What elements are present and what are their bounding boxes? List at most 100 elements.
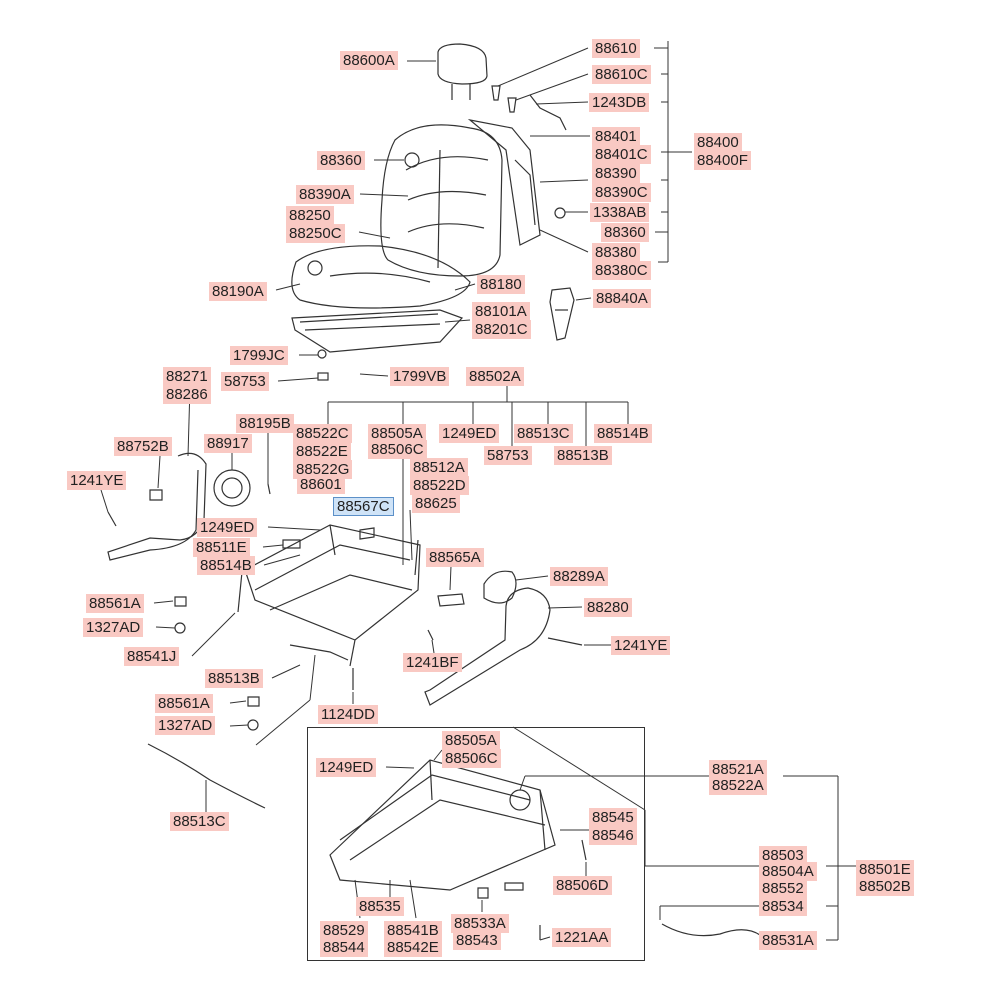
part-label-88533a: 88533A xyxy=(451,914,509,933)
part-label-88511e: 88511E xyxy=(193,538,250,557)
part-label-88600a: 88600A xyxy=(340,51,398,70)
part-label-88101a: 88101A xyxy=(472,302,530,321)
part-label-88610c: 88610C xyxy=(592,65,651,84)
part-label-88250: 88250 xyxy=(286,206,334,225)
part-label-88201c: 88201C xyxy=(472,320,531,339)
part-label-88567c: 88567C xyxy=(333,497,394,516)
part-label-88390c: 88390C xyxy=(592,183,651,202)
part-label-1327ad-top: 1327AD xyxy=(83,618,144,637)
seat-track-detail-box xyxy=(307,727,645,961)
part-label-88513b-top: 88513B xyxy=(554,446,612,465)
part-label-88917: 88917 xyxy=(204,434,252,453)
part-label-88502b: 88502B xyxy=(856,877,914,896)
part-label-88504a: 88504A xyxy=(759,862,817,881)
part-label-1799vb: 1799VB xyxy=(390,367,450,386)
part-label-88535: 88535 xyxy=(356,897,404,916)
part-label-88250c: 88250C xyxy=(286,224,345,243)
part-label-88541j: 88541J xyxy=(124,647,180,666)
part-label-88521a: 88521A xyxy=(709,760,767,779)
part-label-88752b: 88752B xyxy=(114,437,172,456)
part-label-88360-left: 88360 xyxy=(317,151,365,170)
part-label-88522d: 88522D xyxy=(410,476,469,495)
part-label-88506c-inset: 88506C xyxy=(442,749,501,768)
part-label-88529: 88529 xyxy=(320,921,368,940)
part-label-88502a: 88502A xyxy=(466,367,524,386)
cable-drawing xyxy=(147,743,266,809)
part-label-88565a: 88565A xyxy=(426,548,484,567)
part-label-88625: 88625 xyxy=(412,494,460,513)
part-label-88360-right: 88360 xyxy=(601,223,649,242)
part-label-88401: 88401 xyxy=(592,127,640,146)
headrest-drawing xyxy=(437,43,488,100)
part-label-88522e: 88522E xyxy=(293,442,351,461)
seat-cushion-drawing xyxy=(291,245,471,309)
part-label-88501e: 88501E xyxy=(856,860,914,879)
part-label-88505a-top: 88505A xyxy=(368,424,426,443)
part-label-1241ye-left: 1241YE xyxy=(67,471,127,490)
seat-back-drawing xyxy=(380,124,503,277)
part-label-88180: 88180 xyxy=(477,275,525,294)
part-label-88380: 88380 xyxy=(592,243,640,262)
inset-track-drawing xyxy=(329,759,761,940)
part-label-88543: 88543 xyxy=(453,931,501,950)
part-label-88522g: 88522G xyxy=(293,460,353,479)
part-label-88546: 88546 xyxy=(589,826,637,845)
part-label-58753-top: 58753 xyxy=(221,372,269,391)
part-label-88534: 88534 xyxy=(759,897,807,916)
part-label-88601: 88601 xyxy=(297,475,345,494)
part-label-1241ye-right: 1241YE xyxy=(611,636,671,655)
part-label-58753-mid: 58753 xyxy=(484,446,532,465)
part-label-1249ed-inset: 1249ED xyxy=(316,758,377,777)
part-label-88390: 88390 xyxy=(592,164,640,183)
part-label-1327ad-bottom: 1327AD xyxy=(155,716,216,735)
part-label-1221aa: 1221AA xyxy=(552,928,612,947)
part-label-88503: 88503 xyxy=(759,846,807,865)
part-label-88400f: 88400F xyxy=(694,151,751,170)
part-label-88544: 88544 xyxy=(320,938,368,957)
part-label-88531a: 88531A xyxy=(759,931,817,950)
part-label-1243db: 1243DB xyxy=(589,93,650,112)
belt-buckle-drawing xyxy=(549,287,575,341)
part-label-88401c: 88401C xyxy=(592,145,651,164)
cushion-pan-drawing xyxy=(291,309,464,353)
part-label-1338ab: 1338AB xyxy=(590,203,650,222)
part-label-88286: 88286 xyxy=(163,385,211,404)
part-label-88561a-bottom: 88561A xyxy=(155,694,213,713)
part-label-88512a: 88512A xyxy=(410,458,468,477)
part-label-88505a-inset: 88505A xyxy=(442,731,500,750)
part-label-88400: 88400 xyxy=(694,133,742,152)
part-label-88542e: 88542E xyxy=(384,938,442,957)
seat-back-frame-drawing xyxy=(467,94,567,246)
part-label-88522c: 88522C xyxy=(293,424,352,443)
part-label-88522a: 88522A xyxy=(709,776,767,795)
part-label-88195b: 88195B xyxy=(236,414,294,433)
part-label-88380c: 88380C xyxy=(592,261,651,280)
part-label-1241bf: 1241BF xyxy=(403,653,462,672)
part-label-1124dd: 1124DD xyxy=(318,705,378,724)
part-label-88513c-bottom: 88513C xyxy=(170,812,229,831)
seat-track-frame-drawing xyxy=(174,524,421,731)
part-label-88289a: 88289A xyxy=(550,567,608,586)
part-label-88514b-top: 88514B xyxy=(594,424,652,443)
part-label-88190a: 88190A xyxy=(209,282,267,301)
part-label-88840a: 88840A xyxy=(593,289,651,308)
part-label-88514b-mid: 88514B xyxy=(197,556,255,575)
part-label-88513b-mid: 88513B xyxy=(205,669,263,688)
part-label-88561a-top: 88561A xyxy=(86,594,144,613)
part-label-88390a: 88390A xyxy=(296,185,354,204)
part-label-88506c-top: 88506C xyxy=(368,440,427,459)
part-label-88280: 88280 xyxy=(584,598,632,617)
part-label-88513c-top: 88513C xyxy=(514,424,573,443)
part-label-88506d: 88506D xyxy=(553,876,612,895)
part-label-1799jc: 1799JC xyxy=(230,346,288,365)
hardware-drawing xyxy=(317,85,566,381)
part-label-1249ed-top: 1249ED xyxy=(439,424,500,443)
part-label-88271: 88271 xyxy=(163,367,211,386)
part-label-88545: 88545 xyxy=(589,808,637,827)
part-label-88541b: 88541B xyxy=(384,921,442,940)
part-label-1249ed-mid: 1249ED xyxy=(197,518,258,537)
part-label-88610: 88610 xyxy=(592,39,640,58)
right-side-cover-drawing xyxy=(424,570,583,706)
